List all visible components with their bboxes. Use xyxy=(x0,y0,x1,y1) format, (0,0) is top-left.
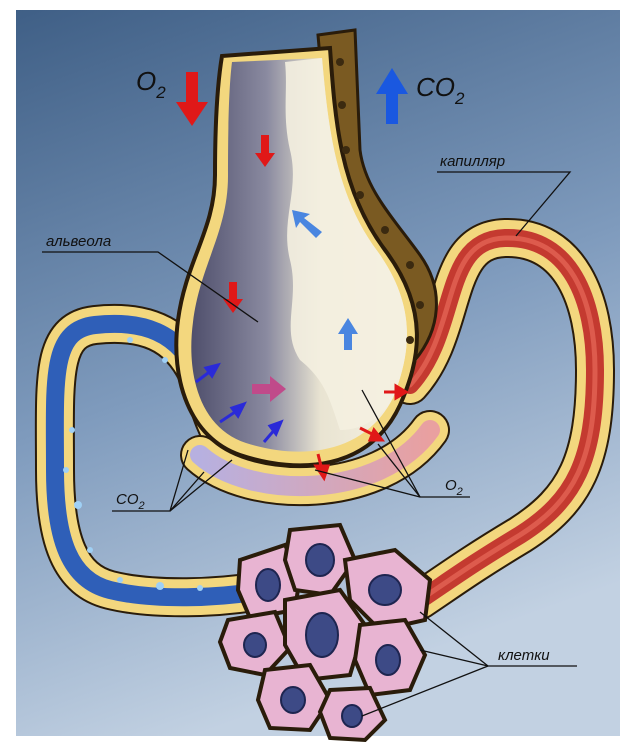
capillary-label: капилляр xyxy=(440,153,505,170)
alveolus-label: альвеола xyxy=(46,233,111,250)
cells-label: клетки xyxy=(498,647,550,664)
